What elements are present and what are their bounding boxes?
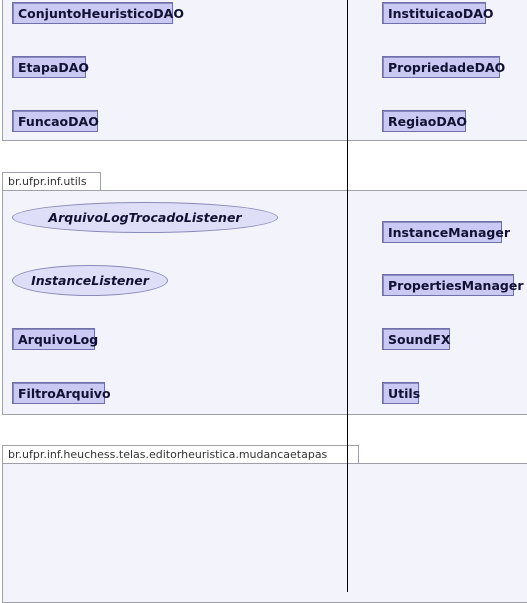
vertical-divider	[347, 0, 348, 592]
package-mudanca-etapas-body	[2, 463, 527, 603]
class-properties-manager[interactable]: PropertiesManager	[382, 274, 523, 296]
class-filtro-arquivo[interactable]: FiltroArquivo	[12, 382, 111, 404]
class-sound-fx[interactable]: SoundFX	[382, 328, 451, 350]
class-conjunto-heuristico-dao[interactable]: ConjuntoHeuristicoDAO	[12, 2, 184, 24]
class-propriedade-dao[interactable]: PropriedadeDAO	[382, 56, 505, 78]
class-utils[interactable]: Utils	[382, 382, 420, 404]
package-mudanca-etapas-tab[interactable]: br.ufpr.inf.heuchess.telas.editorheurist…	[2, 445, 359, 463]
class-instance-manager[interactable]: InstanceManager	[382, 221, 510, 243]
class-instituicao-dao[interactable]: InstituicaoDAO	[382, 2, 494, 24]
class-etapa-dao[interactable]: EtapaDAO	[12, 56, 89, 78]
package-utils-tab[interactable]: br.ufpr.inf.utils	[2, 172, 101, 190]
class-regiao-dao[interactable]: RegiaoDAO	[382, 110, 467, 132]
class-funcao-dao[interactable]: FuncaoDAO	[12, 110, 99, 132]
interface-arquivo-log-trocado-listener[interactable]: ArquivoLogTrocadoListener	[12, 202, 278, 233]
interface-instance-listener[interactable]: InstanceListener	[12, 265, 168, 296]
class-arquivo-log[interactable]: ArquivoLog	[12, 328, 98, 350]
